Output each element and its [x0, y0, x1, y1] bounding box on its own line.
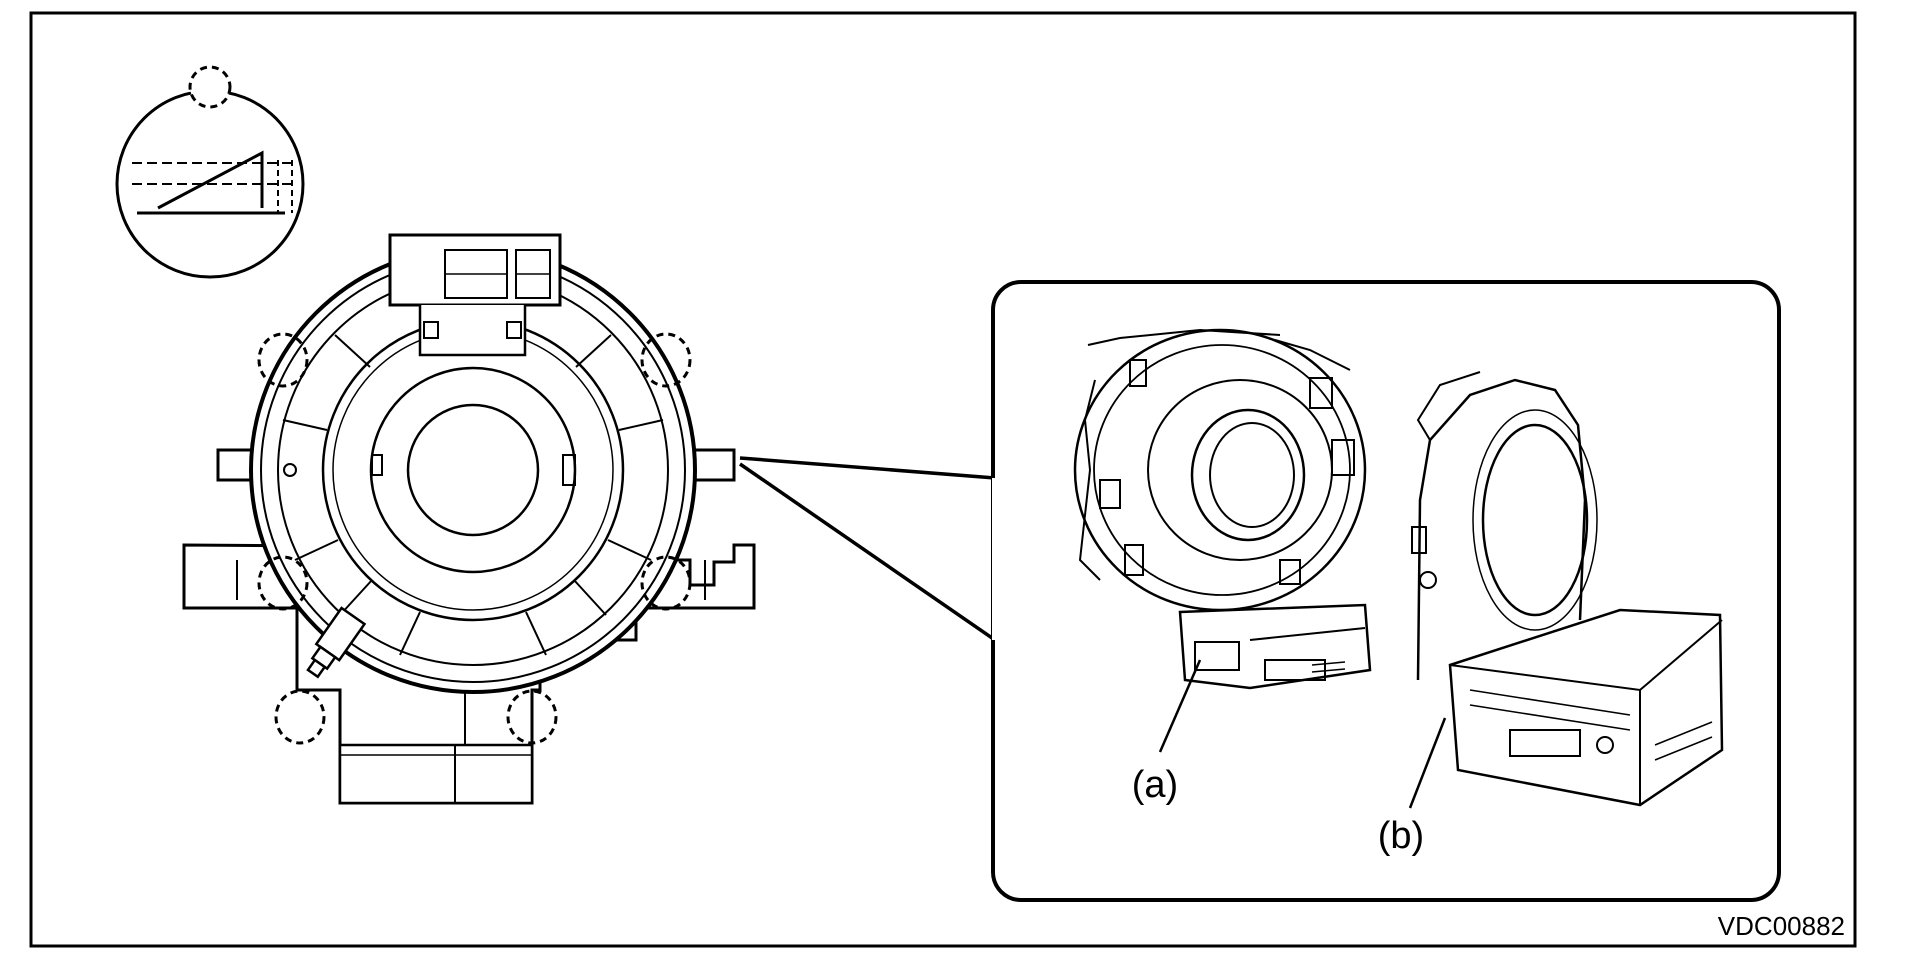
callout-leader: [739, 456, 996, 642]
component-b-steering-angle-sensor: [1408, 371, 1724, 809]
claw-locations: [257, 332, 692, 745]
component-a-clock-spring: [1073, 328, 1372, 753]
figure-frame: [29, 11, 1857, 948]
callout-label-b: (b): [1378, 815, 1424, 857]
callout-label-a: (a): [1132, 764, 1178, 806]
figure-id-label: VDC00882: [1718, 911, 1845, 941]
claw-detail-inset: [115, 65, 305, 279]
clock-spring-top-view: [182, 233, 756, 805]
enlarged-view-box: [991, 280, 1781, 902]
